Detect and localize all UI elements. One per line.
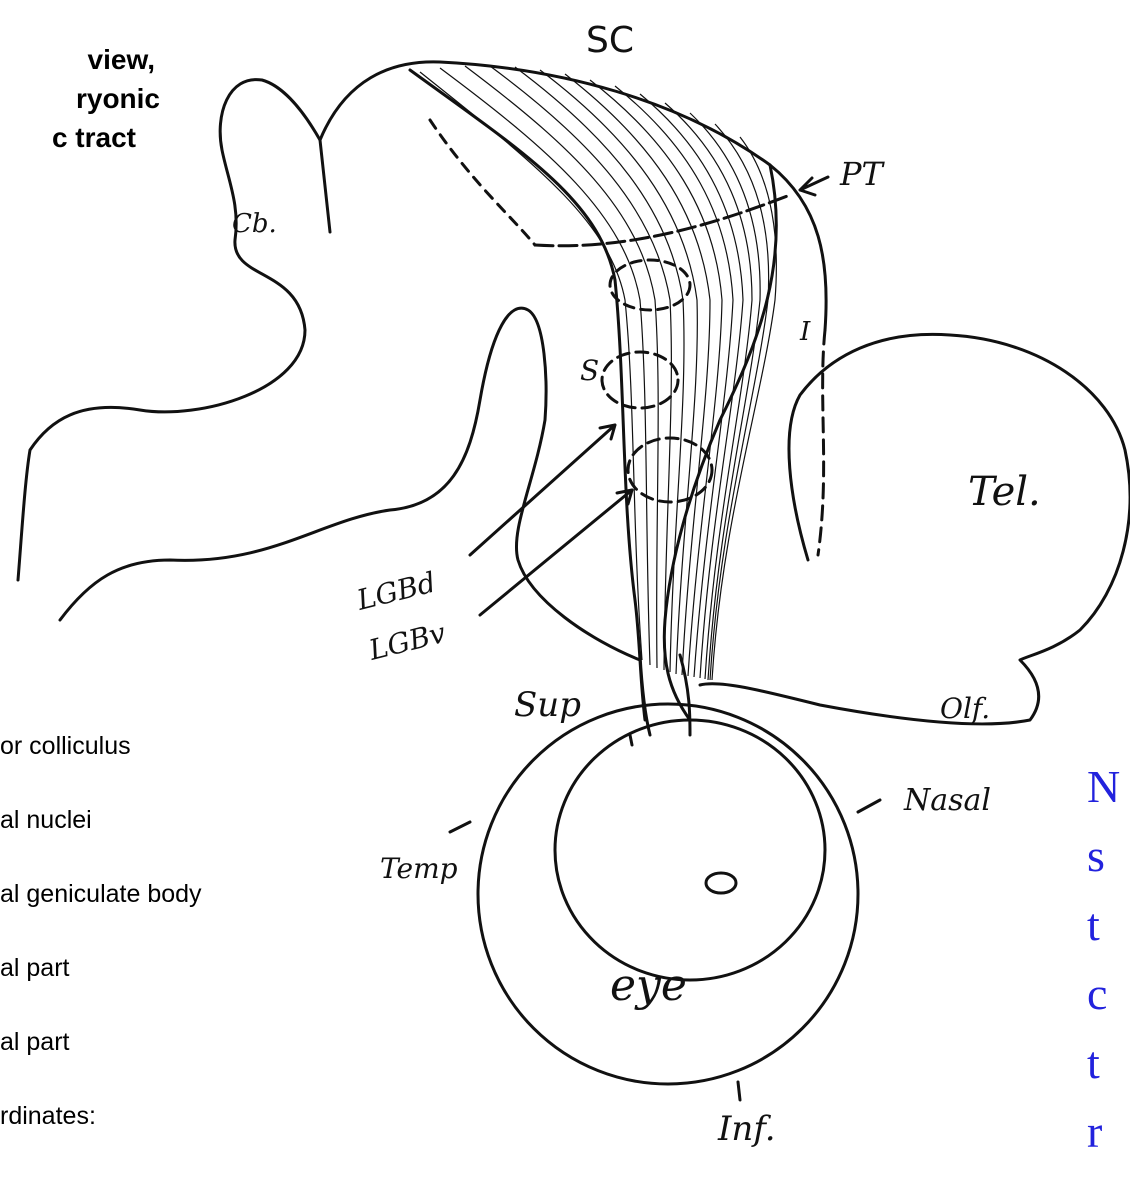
inf-leader [738,1082,740,1100]
lgbd-arrow [470,425,615,555]
colliculus-top-outline [320,62,826,330]
brainstem-lower-outline [60,308,640,660]
pretectal-nucleus-outline [610,260,690,310]
label-i: I [799,317,811,347]
eye-outline [478,704,858,1084]
blue-side-note: N s t c t r [1087,752,1130,1181]
cerebellum-outline [18,80,330,580]
note-letter-5: t [1087,1028,1130,1097]
telencephalon-inner-dashed [818,330,825,555]
colliculus-dashed-edge [430,120,535,245]
note-letter-4: c [1087,959,1130,1028]
label-pt: PT [839,155,886,193]
temp-leader [450,822,470,832]
telencephalon-outline [700,334,1130,724]
label-cb: Cb. [232,209,277,239]
nasal-leader [858,800,880,812]
lgbd-nucleus-outline [602,352,678,408]
note-letter-3: t [1087,890,1130,959]
note-letter-1: N [1087,752,1130,821]
optic-disc [706,873,736,893]
label-temp: Temp [380,852,458,885]
sup-leader [630,735,632,745]
label-s: S [580,354,599,387]
label-inf: Inf. [717,1109,776,1149]
label-sup: Sup [514,685,581,725]
lens-outline [555,720,825,980]
label-nasal: Nasal [903,783,991,818]
label-tel: Tel. [968,469,1041,515]
label-eye: eye [610,960,687,1011]
label-sc: SC [586,20,634,61]
lgbv-arrow [480,490,632,615]
pt-arrow [800,177,828,195]
label-olf: Olf. [940,692,990,725]
label-lgbv: LGBv [365,616,449,667]
note-letter-6: r [1087,1097,1130,1166]
note-letter-2: s [1087,821,1130,890]
label-lgbd: LGBd [353,566,439,617]
